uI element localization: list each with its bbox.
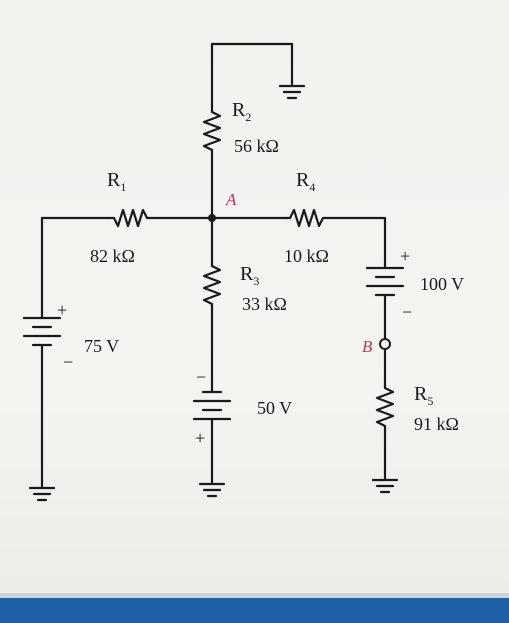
- r2-label: R2: [232, 99, 251, 124]
- v100-value: 100 V: [420, 274, 464, 294]
- resistor-r5: [375, 382, 395, 432]
- resistor-r1: [106, 208, 152, 228]
- v50-plus: +: [195, 428, 205, 448]
- wire-top-loop: [210, 42, 294, 110]
- screen-edge: [0, 593, 509, 599]
- node-b-terminal: [379, 338, 391, 350]
- ground-middle: [198, 482, 226, 498]
- resistor-r4: [284, 208, 332, 228]
- r4-value: 10 kΩ: [284, 246, 329, 266]
- r2-value: 56 kΩ: [234, 136, 279, 156]
- wire-r4-right: [328, 216, 387, 270]
- v75-plus: +: [57, 300, 67, 320]
- node-b-label: B: [362, 337, 373, 356]
- resistor-r3: [202, 260, 222, 310]
- battery-75v: [22, 316, 62, 347]
- ground-top: [278, 84, 306, 100]
- r1-label: R1: [107, 169, 126, 194]
- battery-100v: [365, 266, 405, 297]
- screen-bottom-bar: [0, 598, 509, 623]
- r1-value: 82 kΩ: [90, 246, 135, 266]
- wire-r1-left: [40, 216, 110, 320]
- r3-label: R3: [240, 263, 259, 288]
- r5-value: 91 kΩ: [414, 414, 459, 434]
- ground-left: [28, 486, 56, 502]
- r4-label: R4: [296, 169, 315, 194]
- ground-right: [371, 478, 399, 494]
- r5-label: R5: [414, 383, 433, 408]
- resistor-r2: [202, 106, 222, 154]
- v100-minus: −: [402, 302, 412, 322]
- r3-value: 33 kΩ: [242, 294, 287, 314]
- v50-minus: −: [196, 367, 206, 387]
- v75-value: 75 V: [84, 336, 119, 356]
- node-a-label: A: [225, 190, 237, 209]
- v100-plus: +: [400, 246, 410, 266]
- v50-value: 50 V: [257, 398, 292, 418]
- v75-minus: −: [63, 352, 73, 372]
- battery-50v: [192, 390, 232, 421]
